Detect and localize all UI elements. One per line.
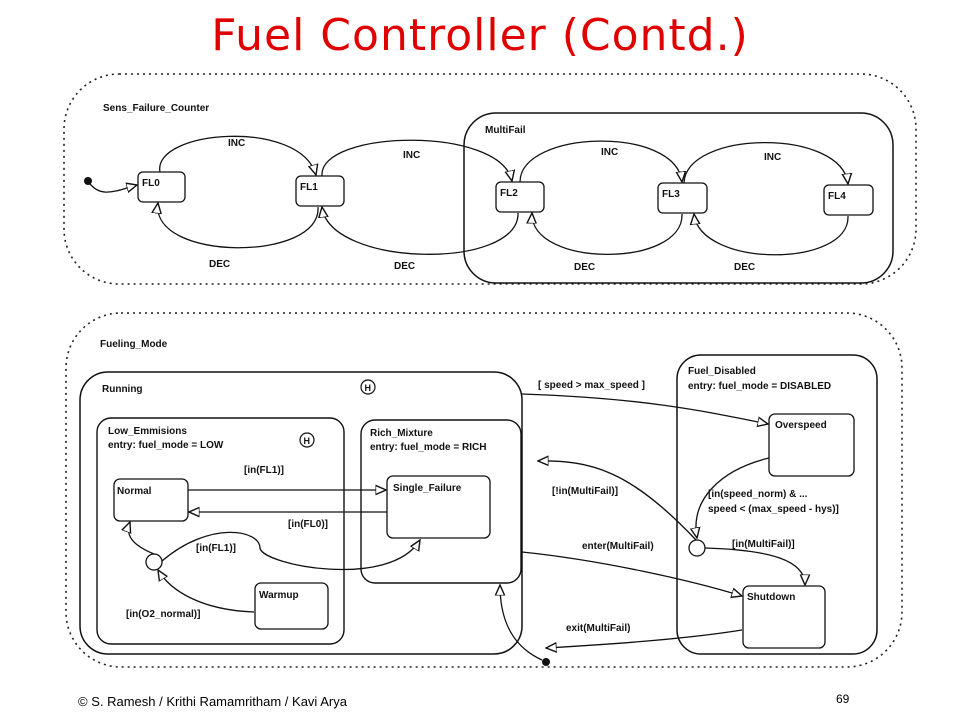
- state-warmup: [254, 582, 329, 630]
- junction-disabled: [688, 539, 706, 557]
- footer-credit: © S. Ramesh / Krithi Ramamritham / Kavi …: [78, 694, 347, 709]
- state-normal-label: Normal: [117, 486, 152, 497]
- transition-in-o2-normal: [in(O2_normal)]: [126, 609, 200, 620]
- state-warmup-label: Warmup: [259, 590, 299, 601]
- dec-label-2: DEC: [394, 261, 415, 272]
- low-emmisions-state: [96, 417, 345, 645]
- slide-title: Fuel Controller (Contd.): [211, 10, 749, 61]
- state-fl4-label: FL4: [828, 191, 846, 202]
- state-fl3-label: FL3: [662, 189, 680, 200]
- state-fl1-label: FL1: [300, 182, 318, 193]
- multifail-label: MultiFail: [485, 125, 526, 136]
- inc-label-2: INC: [403, 150, 420, 161]
- fueling-mode-region: [65, 312, 903, 668]
- fueling-mode-label: Fueling_Mode: [100, 339, 168, 350]
- transition-speed-norm-2: speed < (max_speed - hys)]: [708, 504, 839, 515]
- state-shutdown-label: Shutdown: [747, 592, 795, 603]
- low-emmisions-label: Low_Emmisions: [108, 426, 187, 437]
- low-emmisions-entry: entry: fuel_mode = LOW: [108, 440, 224, 451]
- inc-label-1: INC: [228, 138, 245, 149]
- multifail-superstate: [463, 112, 894, 284]
- fuel-disabled-state: [676, 354, 878, 655]
- state-normal: [113, 478, 189, 522]
- transition-in-fl0: [in(FL0)]: [288, 519, 328, 530]
- transition-in-fl1-b: [in(FL1)]: [196, 543, 236, 554]
- junction-low: [145, 553, 163, 571]
- sens-failure-counter-label: Sens_Failure_Counter: [103, 103, 209, 114]
- inc-label-3: INC: [601, 147, 618, 158]
- transition-not-in-multifail: [!in(MultiFail)]: [552, 486, 618, 497]
- state-shutdown: [742, 585, 826, 649]
- page-number: 69: [836, 692, 850, 706]
- state-fl0-label: FL0: [142, 178, 160, 189]
- fuel-disabled-label: Fuel_Disabled: [688, 366, 756, 377]
- dec-label-1: DEC: [209, 259, 230, 270]
- running-history-marker: [360, 379, 376, 395]
- transition-speed-norm-1: [in(speed_norm) & ...: [708, 489, 808, 500]
- inc-label-4: INC: [764, 152, 781, 163]
- low-emmisions-history-letter: H: [304, 436, 311, 446]
- state-fl2-label: FL2: [500, 188, 518, 199]
- running-history-letter: H: [365, 383, 372, 393]
- transition-in-multifail: [in(MultiFail)]: [732, 539, 795, 550]
- rich-mixture-label: Rich_Mixture: [370, 428, 433, 439]
- dec-label-3: DEC: [574, 262, 595, 273]
- transition-speed-gt-max: [ speed > max_speed ]: [538, 380, 645, 391]
- dec-label-4: DEC: [734, 262, 755, 273]
- fuel-disabled-entry: entry: fuel_mode = DISABLED: [688, 381, 831, 392]
- initial-dot-fueling: [542, 658, 550, 666]
- state-overspeed: [768, 413, 855, 477]
- running-superstate: [79, 371, 523, 655]
- state-single-failure-label: Single_Failure: [393, 483, 462, 494]
- low-emmisions-history-marker: [299, 432, 315, 448]
- rich-mixture-entry: entry: fuel_mode = RICH: [370, 442, 486, 453]
- rich-mixture-state: [360, 419, 522, 584]
- transition-in-fl1-a: [in(FL1)]: [244, 465, 284, 476]
- transition-enter-multifail: enter(MultiFail): [582, 541, 654, 552]
- transition-exit-multifail: exit(MultiFail): [566, 623, 630, 634]
- state-overspeed-label: Overspeed: [775, 420, 827, 431]
- state-single-failure: [386, 475, 491, 539]
- running-label: Running: [102, 384, 143, 395]
